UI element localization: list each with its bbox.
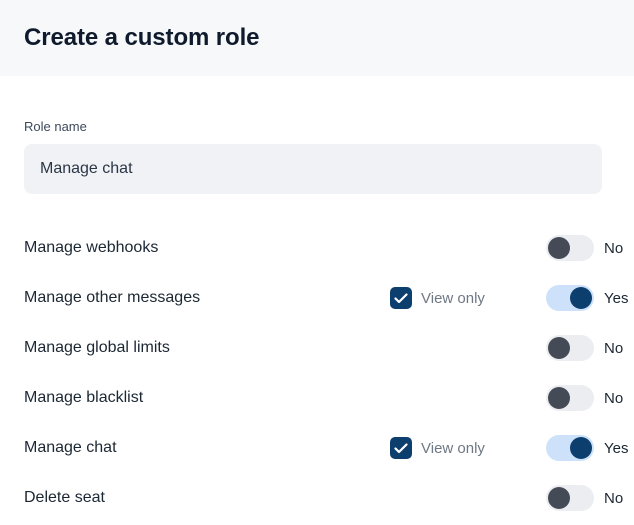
- permission-toggle-state-label: Yes: [604, 439, 629, 457]
- permission-toggle-group: No: [546, 323, 623, 373]
- permission-toggle-switch[interactable]: [546, 485, 594, 511]
- permission-toggle-state-label: No: [604, 389, 624, 407]
- permission-toggle-state-label: No: [604, 239, 624, 257]
- permission-label: Delete seat: [24, 489, 105, 506]
- permission-label: Manage other messages: [24, 289, 201, 306]
- permission-row: Manage other messages View only Yes: [24, 273, 628, 323]
- view-only-checkbox[interactable]: [390, 437, 412, 459]
- page-title: Create a custom role: [24, 24, 260, 51]
- check-icon: [394, 292, 408, 303]
- toggle-knob: [548, 337, 570, 359]
- permission-label: Manage blacklist: [24, 389, 144, 406]
- permission-toggle-group: No: [546, 373, 623, 423]
- permission-toggle-switch[interactable]: [546, 435, 594, 461]
- permission-label: Manage webhooks: [24, 239, 159, 256]
- page-header: Create a custom role: [0, 0, 634, 76]
- view-only-group[interactable]: View only: [390, 423, 485, 473]
- permission-row: Manage chat View only Yes: [24, 423, 628, 473]
- page-content: Role name Manage webhooksView onlyNoMana…: [0, 76, 634, 523]
- permission-row: Manage webhooksView onlyNo: [24, 223, 623, 273]
- permission-label: Manage global limits: [24, 339, 170, 356]
- permission-toggle-switch[interactable]: [546, 285, 594, 311]
- permission-toggle-group: Yes: [546, 423, 628, 473]
- toggle-knob: [570, 437, 592, 459]
- toggle-knob: [570, 287, 592, 309]
- permission-row: Manage global limitsView onlyNo: [24, 323, 623, 373]
- permission-toggle-group: No: [546, 223, 623, 273]
- role-name-field-group: Role name: [24, 76, 610, 194]
- permission-toggle-switch[interactable]: [546, 335, 594, 361]
- view-only-label: View only: [421, 439, 485, 457]
- check-icon: [394, 442, 408, 453]
- permission-toggle-state-label: No: [604, 489, 624, 507]
- view-only-label: View only: [421, 289, 485, 307]
- permission-toggle-state-label: No: [604, 339, 624, 357]
- view-only-group[interactable]: View only: [390, 273, 485, 323]
- permission-row: Delete seatView onlyNo: [24, 473, 623, 523]
- view-only-checkbox[interactable]: [390, 287, 412, 309]
- permission-toggle-switch[interactable]: [546, 385, 594, 411]
- permission-row: Manage blacklistView onlyNo: [24, 373, 623, 423]
- permission-toggle-state-label: Yes: [604, 289, 629, 307]
- permission-label: Manage chat: [24, 439, 117, 456]
- toggle-knob: [548, 387, 570, 409]
- role-name-input[interactable]: [24, 144, 602, 194]
- role-name-label: Role name: [24, 119, 87, 134]
- permission-toggle-switch[interactable]: [546, 235, 594, 261]
- permissions-list: Manage webhooksView onlyNoManage other m…: [24, 223, 628, 523]
- toggle-knob: [548, 487, 570, 509]
- permission-toggle-group: Yes: [546, 273, 628, 323]
- toggle-knob: [548, 237, 570, 259]
- permission-toggle-group: No: [546, 473, 623, 523]
